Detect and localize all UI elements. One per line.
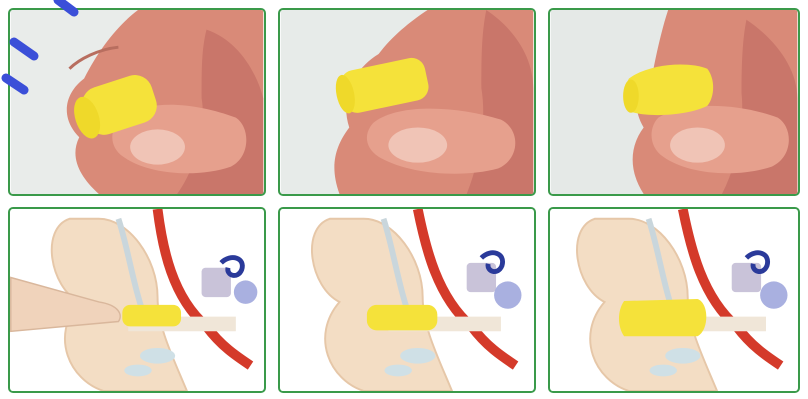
hand-photo-icon — [280, 10, 534, 194]
earplug-icon — [122, 305, 181, 327]
earplug-icon — [619, 299, 706, 336]
step-2-ear-diagram — [278, 207, 536, 393]
ear-cross-section-icon — [280, 209, 534, 391]
step-1-photo — [8, 8, 266, 196]
step-1-ear-diagram — [8, 207, 266, 393]
ear-cross-section-icon — [550, 209, 798, 391]
step-2-photo — [278, 8, 536, 196]
hand-photo-icon — [550, 10, 798, 194]
step-3-photo — [548, 8, 800, 196]
hand-photo-icon — [10, 10, 264, 194]
earplug-icon — [367, 305, 437, 330]
step-3-ear-diagram — [548, 207, 800, 393]
ear-cross-section-icon — [10, 209, 264, 391]
